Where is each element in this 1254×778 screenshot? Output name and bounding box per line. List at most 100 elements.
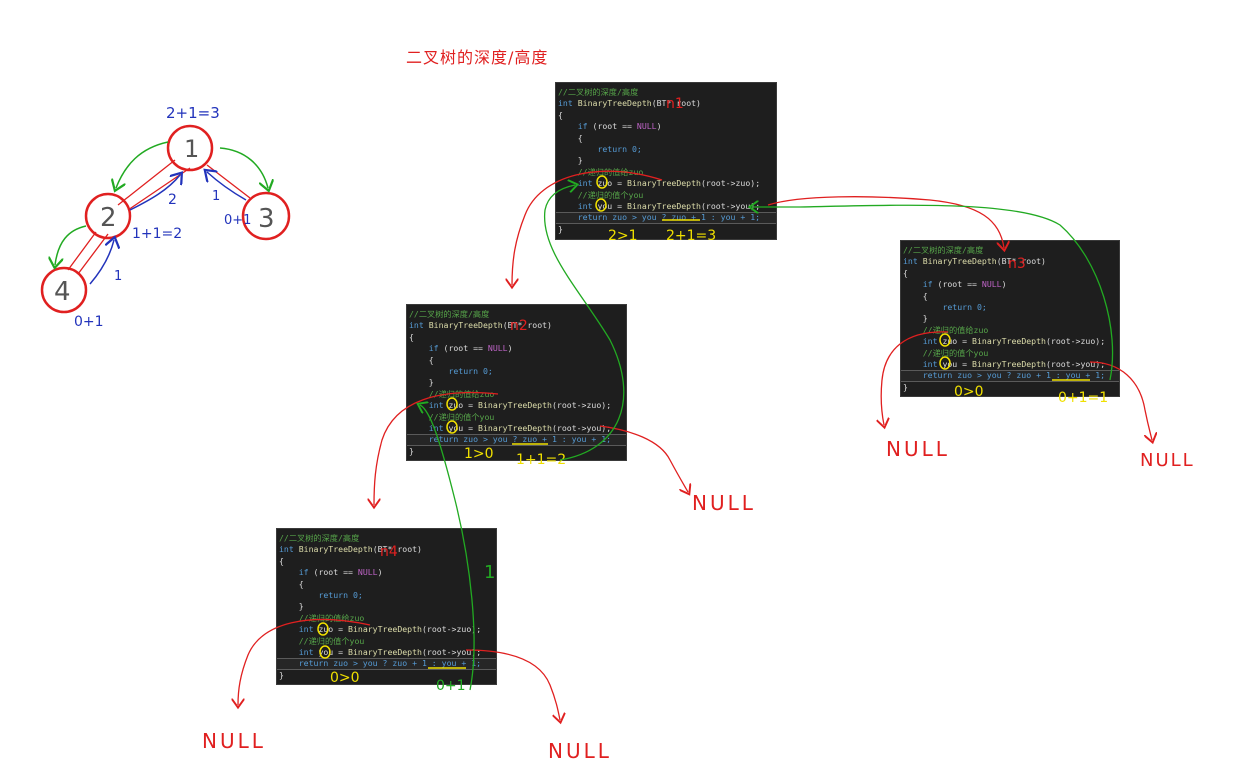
code-token: NULL	[981, 279, 1002, 290]
code-line: int BinaryTreeDepth(BT* root)	[277, 544, 496, 555]
code-line: }	[901, 382, 1119, 393]
code-token: (BT* root)	[996, 256, 1046, 267]
code-token: zuo =	[313, 624, 349, 635]
node3-height-note: 0+1	[224, 213, 251, 228]
code-token: }	[298, 601, 304, 612]
code-token: you =	[592, 200, 628, 211]
code-token	[903, 291, 923, 301]
code-token	[558, 167, 578, 177]
code-token: }	[409, 445, 414, 456]
code-token: return zuo > you ? zuo + 1 : you + 1;	[298, 658, 482, 669]
code-token	[558, 201, 578, 211]
code-line: //二叉树的深度/高度	[901, 245, 1119, 256]
page-title: 二叉树的深度/高度	[406, 48, 549, 67]
code-line: //递归的值个you	[407, 412, 626, 423]
code-token: //递归的值给zuo	[577, 166, 644, 177]
code-token	[903, 336, 923, 346]
code-token: {	[903, 267, 908, 278]
tree-diagram: 1 2 3 4 2+1=3 1+1=2 0+1 0+1 2 1 1	[40, 104, 291, 330]
code-line: return 0;	[277, 590, 496, 601]
code-token: int	[922, 336, 938, 347]
code-token	[903, 302, 942, 312]
code-token: (root ==	[937, 279, 982, 290]
code-token	[558, 190, 578, 200]
code-token: //二叉树的深度/高度	[279, 533, 360, 543]
code-line: if (root == NULL)	[277, 567, 496, 578]
code-token	[558, 178, 578, 188]
code-token: int	[903, 256, 918, 267]
code-line: int you = BinaryTreeDepth(root->you);	[901, 359, 1119, 370]
code-token	[903, 313, 923, 323]
tree-node-1	[166, 124, 214, 172]
code-token: }	[279, 669, 284, 680]
code-token	[903, 370, 923, 380]
code-token: }	[922, 313, 928, 324]
return-from-3-note: 1	[212, 189, 220, 204]
code-token	[558, 144, 597, 154]
code-line: //二叉树的深度/高度	[556, 87, 776, 98]
code-token: zuo =	[592, 178, 628, 189]
null-label-b: NULL	[886, 437, 950, 461]
code-line: }	[556, 224, 776, 235]
code-line: }	[407, 377, 626, 388]
code-line: //递归的值个you	[556, 190, 776, 201]
code-token	[409, 377, 429, 387]
code-token	[409, 423, 429, 433]
code-line: int zuo = BinaryTreeDepth(root->zuo);	[901, 336, 1119, 347]
code-token: return zuo > you ? zuo + 1 : you + 1;	[922, 370, 1106, 381]
code-token	[279, 579, 299, 589]
code-token: )	[1001, 279, 1007, 290]
code-line: return 0;	[556, 144, 776, 155]
code-token	[279, 658, 299, 668]
code-line: return zuo > you ? zuo + 1 : you + 1;	[277, 658, 496, 670]
code-token: (root->zuo);	[1045, 336, 1106, 347]
return-from-4-note: 1	[114, 269, 122, 284]
code-token: //二叉树的深度/高度	[903, 245, 984, 255]
code-line: {	[277, 556, 496, 567]
null-label-e: NULL	[548, 739, 612, 763]
code-token: (root->zuo);	[421, 624, 482, 635]
code-token: NULL	[636, 121, 657, 132]
code-line: //递归的值给zuo	[277, 613, 496, 624]
tree-node-2	[84, 192, 132, 240]
code-token: you =	[937, 358, 973, 369]
code-token: int	[558, 98, 573, 109]
tree-node-1-label: 1	[184, 135, 199, 163]
code-token: BinaryTreeDepth	[428, 320, 503, 331]
code-token: BinaryTreeDepth	[298, 544, 373, 555]
code-token: BinaryTreeDepth	[922, 256, 997, 267]
code-token: return 0;	[318, 589, 363, 600]
code-token	[409, 434, 429, 444]
code-token: BinaryTreeDepth	[972, 358, 1046, 369]
code-line: }	[407, 446, 626, 457]
code-line: {	[407, 355, 626, 366]
root-height-note: 2+1=3	[166, 104, 220, 122]
code-token: NULL	[487, 343, 508, 354]
code-line: //二叉树的深度/高度	[277, 533, 496, 544]
code-token	[279, 647, 299, 657]
code-line: //递归的值给zuo	[407, 389, 626, 400]
code-line: //递归的值给zuo	[556, 167, 776, 178]
code-token: {	[558, 109, 563, 120]
code-token: BinaryTreeDepth	[348, 624, 422, 635]
tree-node-3	[241, 191, 291, 241]
code-token: {	[409, 331, 414, 342]
code-line: //递归的值个you	[901, 348, 1119, 359]
code-token: }	[903, 381, 908, 392]
code-token: if	[922, 279, 933, 290]
code-token: return 0;	[448, 365, 493, 376]
code-token: {	[298, 578, 304, 589]
code-token: BinaryTreeDepth	[627, 178, 701, 189]
code-line: }	[277, 670, 496, 681]
code-token: zuo =	[443, 400, 479, 411]
return-from-2-note: 2	[168, 192, 177, 208]
code-token	[279, 590, 318, 600]
code-token: (root ==	[313, 567, 358, 578]
code-line: if (root == NULL)	[407, 343, 626, 354]
code-token: return zuo > you ? zuo + 1 : you + 1;	[428, 434, 612, 445]
code-line: int zuo = BinaryTreeDepth(root->zuo);	[277, 624, 496, 635]
code-token: )	[507, 343, 513, 354]
code-token	[558, 121, 578, 131]
